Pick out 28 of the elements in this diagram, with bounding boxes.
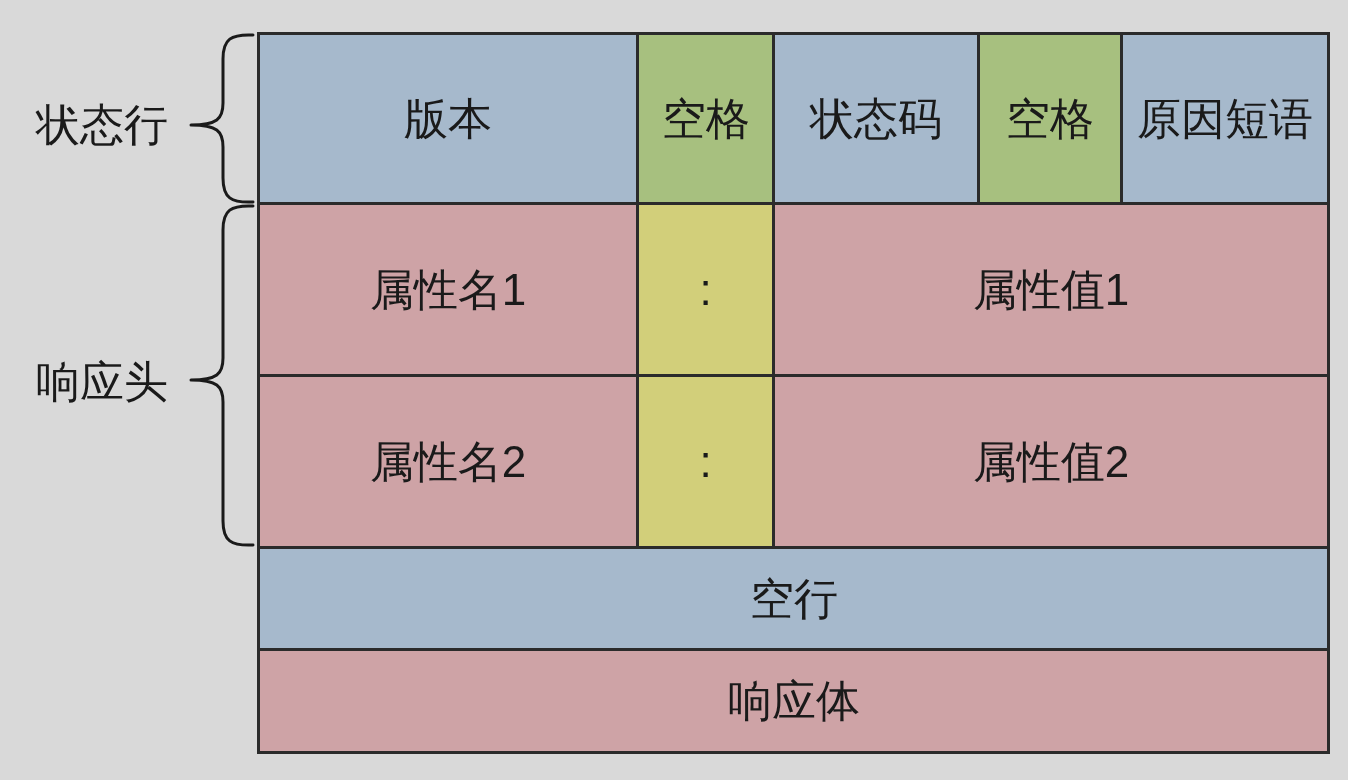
field-label: : [699, 267, 712, 312]
section-label: 响应头 [36, 360, 168, 404]
table-cell [636, 202, 775, 377]
table-cell [257, 546, 1330, 651]
field-label: 属性名2 [369, 439, 527, 484]
table-cell [772, 202, 1330, 377]
field-label: 状态码 [810, 96, 942, 141]
table-cell [257, 32, 639, 205]
field-label: 属性值1 [972, 267, 1130, 312]
field-label: : [699, 439, 712, 484]
table-cell [772, 32, 980, 205]
field-label: 属性名1 [369, 267, 527, 312]
field-label: 空行 [749, 576, 838, 621]
table-cell [1120, 32, 1330, 205]
table-cell [636, 32, 775, 205]
table-cell [772, 374, 1330, 549]
table-cell [257, 202, 639, 377]
field-label: 响应体 [727, 679, 860, 723]
table-cell [977, 32, 1123, 205]
field-label: 属性值2 [972, 439, 1130, 484]
field-label: 版本 [404, 96, 492, 141]
field-label: 原因短语 [1137, 96, 1313, 141]
table-cell [257, 648, 1330, 754]
table-cell [636, 374, 775, 549]
table-cell [257, 374, 639, 549]
section-label: 状态行 [36, 103, 168, 147]
field-label: 空格 [1006, 96, 1094, 141]
field-label: 空格 [661, 96, 750, 141]
